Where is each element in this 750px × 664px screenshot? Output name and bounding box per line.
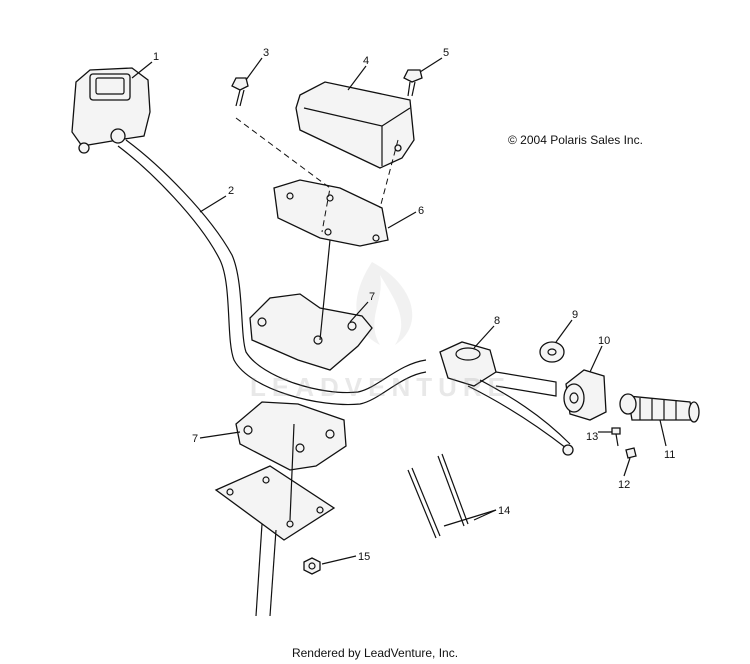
callouts: 1 2 3 4 5 6 7 7 8 9 10 11 12 13 14 15 xyxy=(153,47,675,563)
callout-4: 4 xyxy=(363,55,369,67)
callout-2: 2 xyxy=(228,185,234,197)
watermark-text: LEADVENTURE xyxy=(250,372,512,402)
part-6-plate[interactable] xyxy=(273,179,389,247)
callout-7-lower: 7 xyxy=(192,433,198,445)
part-15-nut[interactable] xyxy=(303,557,321,575)
callout-1: 1 xyxy=(153,51,159,63)
callout-11: 11 xyxy=(664,449,675,461)
leader-lines xyxy=(131,57,667,565)
part-7-upper-clamp[interactable] xyxy=(249,293,373,371)
footer-text: Rendered by LeadVenture, Inc. xyxy=(291,646,459,660)
part-7-lower-clamp[interactable] xyxy=(235,401,347,471)
callout-5: 5 xyxy=(443,47,449,59)
part-8-brake-lever[interactable] xyxy=(439,341,574,456)
callout-9: 9 xyxy=(572,309,578,321)
callout-6: 6 xyxy=(418,205,424,217)
part-14-cable-ties[interactable] xyxy=(407,453,469,539)
callout-13: 13 xyxy=(586,431,598,443)
callout-7-upper: 7 xyxy=(369,291,375,303)
callout-10: 10 xyxy=(598,335,610,347)
callout-14: 14 xyxy=(498,505,510,517)
copyright-text: © 2004 Polaris Sales Inc. xyxy=(508,133,643,147)
part-2-handlebar[interactable] xyxy=(117,139,427,406)
part-3-bolt[interactable] xyxy=(231,77,249,107)
part-9-spacer[interactable] xyxy=(539,341,565,363)
part-10-throttle-housing[interactable] xyxy=(563,369,607,421)
assembly-guides xyxy=(235,117,399,521)
part-4-handlebar-pad[interactable] xyxy=(295,81,415,169)
part-13-screw[interactable] xyxy=(611,427,621,447)
part-1-switch-housing[interactable] xyxy=(71,67,151,154)
callout-3: 3 xyxy=(263,47,269,59)
callout-8: 8 xyxy=(494,315,500,327)
part-11-grip[interactable] xyxy=(619,393,700,423)
watermark-logo xyxy=(356,262,413,345)
callout-15: 15 xyxy=(358,551,370,563)
part-5-bolt[interactable] xyxy=(403,69,423,97)
steering-post-plate xyxy=(214,465,336,617)
part-12-nut[interactable] xyxy=(625,447,637,459)
callout-12: 12 xyxy=(618,479,630,491)
